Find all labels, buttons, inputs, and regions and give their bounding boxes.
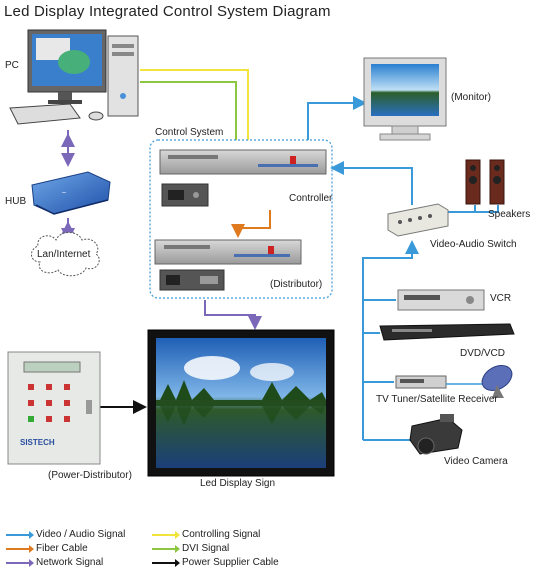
display-label: Led Display Sign bbox=[200, 478, 276, 489]
power-distributor-icon bbox=[7, 351, 101, 465]
control-system-label: Control System bbox=[155, 127, 224, 138]
distributor-label: (Distributor) bbox=[270, 279, 323, 290]
hub-icon: ~ bbox=[31, 171, 111, 215]
monitor-label: (Monitor) bbox=[451, 92, 492, 103]
satellite-dish-icon bbox=[481, 365, 513, 398]
vcr-icon bbox=[397, 289, 485, 311]
legend-swatch bbox=[6, 544, 34, 553]
hub-label: HUB bbox=[5, 196, 27, 207]
legend-fiber: Fiber Cable bbox=[6, 543, 88, 554]
speakers-icon bbox=[465, 159, 505, 205]
legend-video-audio: Video / Audio Signal bbox=[6, 529, 125, 540]
power-distributor-label: (Power-Distributor) bbox=[48, 470, 132, 481]
legend-label: Network Signal bbox=[36, 557, 104, 568]
fiber-cable-wire bbox=[231, 210, 271, 238]
video-wire-sources-bus bbox=[362, 240, 419, 440]
video-audio-switch-label: Video-Audio Switch bbox=[430, 239, 517, 250]
speakers-label: Speakers bbox=[488, 209, 531, 220]
tuner-label: TV Tuner/Satellite Receiver bbox=[376, 394, 498, 405]
controller-device-icon bbox=[159, 149, 327, 207]
legend-controlling: Controlling Signal bbox=[152, 529, 260, 540]
tuner-icon bbox=[395, 375, 447, 389]
video-wire-speakers bbox=[448, 205, 476, 213]
monitor-icon bbox=[363, 57, 447, 141]
legend-swatch bbox=[6, 558, 34, 567]
diagram-title: Led Display Integrated Control System Di… bbox=[4, 3, 331, 20]
dvd-label: DVD/VCD bbox=[460, 348, 506, 359]
legend-swatch bbox=[6, 530, 34, 539]
video-audio-switch-icon bbox=[387, 203, 449, 237]
dvd-icon bbox=[379, 323, 515, 341]
legend-power: Power Supplier Cable bbox=[152, 557, 279, 568]
legend-label: DVI Signal bbox=[182, 543, 230, 554]
svg-text:~: ~ bbox=[62, 190, 66, 197]
power-panel-brand: SISTECH bbox=[20, 438, 55, 447]
legend-swatch bbox=[152, 530, 180, 539]
camera-label: Video Camera bbox=[444, 456, 508, 467]
control-system-boundary bbox=[149, 139, 333, 299]
legend-swatch bbox=[152, 558, 180, 567]
network-wire-display bbox=[204, 300, 262, 330]
pc-label: PC bbox=[5, 60, 19, 71]
legend-network: Network Signal bbox=[6, 557, 103, 568]
dvi-signal-wire bbox=[140, 81, 237, 140]
lan-label: Lan/Internet bbox=[37, 249, 91, 260]
legend-label: Controlling Signal bbox=[182, 529, 261, 540]
pc-icon bbox=[9, 29, 139, 125]
vcr-label: VCR bbox=[490, 293, 512, 304]
video-wire-monitor bbox=[307, 96, 367, 140]
controller-label: Controller bbox=[289, 193, 333, 204]
lan-cloud-icon bbox=[31, 232, 100, 277]
distributor-device-icon bbox=[154, 239, 302, 291]
video-wire-switch-control bbox=[330, 161, 413, 205]
led-display-sign bbox=[147, 329, 335, 477]
legend-swatch bbox=[152, 544, 180, 553]
legend-label: Power Supplier Cable bbox=[182, 557, 279, 568]
legend-dvi: DVI Signal bbox=[152, 543, 229, 554]
controlling-signal-wire bbox=[140, 69, 249, 140]
legend-label: Video / Audio Signal bbox=[36, 529, 126, 540]
video-camera-icon bbox=[409, 414, 463, 455]
legend-label: Fiber Cable bbox=[36, 543, 88, 554]
